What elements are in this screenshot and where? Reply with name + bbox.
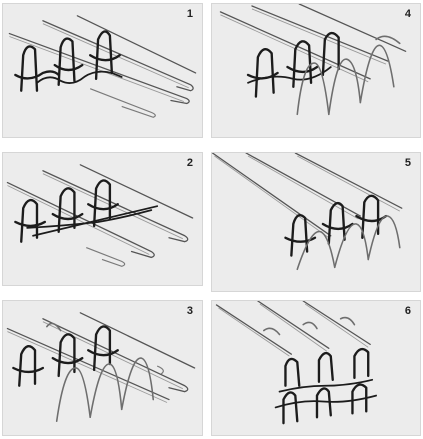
step-3-illustration: [6, 312, 196, 422]
step-number: 3: [186, 305, 193, 317]
step-2-panel: 2: [2, 152, 203, 286]
step-1-panel: 1: [2, 3, 203, 138]
stitch-loops-row-top: [284, 347, 370, 387]
stitch-loops-row-bottom: [274, 378, 377, 425]
needles: [6, 312, 196, 403]
needles: [212, 153, 403, 239]
needles: [8, 15, 197, 118]
stitch-loops: [14, 30, 123, 92]
crossing-yarn: [26, 205, 159, 237]
step-2-illustration: [6, 164, 194, 267]
step-5-illustration: [212, 153, 403, 271]
step-3-panel: 3: [2, 300, 203, 436]
step-number: 4: [404, 8, 411, 20]
step-1-illustration: [8, 15, 197, 118]
step-6-panel: 6: [211, 300, 421, 436]
stitch-loops: [246, 31, 340, 98]
yarn-waves: [296, 35, 401, 116]
step-number: 5: [404, 157, 411, 169]
step-number: 6: [404, 305, 411, 317]
stitch-loops: [12, 325, 119, 387]
step-4-panel: 4: [211, 3, 421, 138]
stitch-loops: [14, 179, 119, 243]
needles: [6, 164, 194, 267]
step-number: 1: [186, 8, 193, 20]
step-5-panel: 5: [211, 152, 421, 292]
step-number: 2: [186, 157, 193, 169]
step-4-illustration: [219, 4, 407, 116]
needles: [219, 4, 407, 83]
yarn-waves: [46, 322, 155, 422]
step-6-illustration: [215, 301, 377, 425]
yarn-waves: [296, 215, 401, 271]
needles: [215, 301, 371, 357]
